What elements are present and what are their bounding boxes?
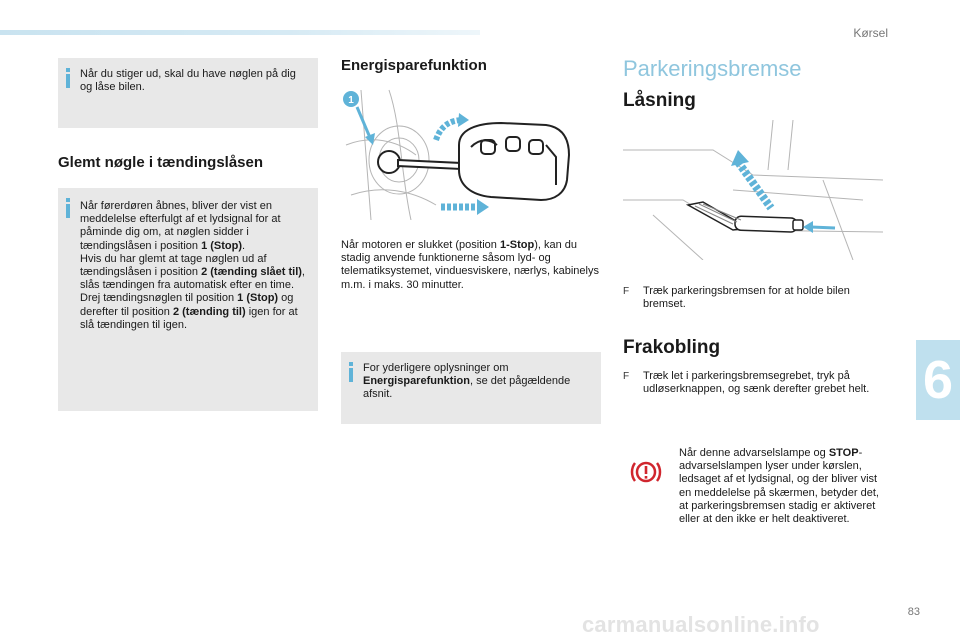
info-note-forgotten-key-text: Når førerdøren åbnes, bliver der vist en… bbox=[80, 200, 305, 331]
info-note-forgotten-key: Når førerdøren åbnes, bliver der vist en… bbox=[58, 188, 318, 411]
bullet-marker: F bbox=[623, 371, 630, 382]
heading-forgotten-key: Glemt nøgle i tændingslåsen bbox=[58, 154, 264, 171]
page-number: 83 bbox=[907, 606, 920, 618]
section-label: Kørsel bbox=[853, 26, 888, 40]
info-note-exit: Når du stiger ud, skal du have nøglen på… bbox=[58, 58, 318, 128]
info-icon bbox=[66, 68, 70, 88]
header-accent-bar bbox=[0, 30, 480, 35]
info-icon bbox=[66, 198, 70, 218]
bullet-release: F Træk let i parkeringsbremsegrebet, try… bbox=[623, 370, 870, 396]
brake-warning-icon bbox=[630, 461, 662, 483]
energy-saving-paragraph: Når motoren er slukket (position 1-Stop)… bbox=[341, 239, 599, 291]
heading-locking: Låsning bbox=[623, 90, 696, 111]
chapter-number: 6 bbox=[922, 350, 954, 410]
heading-parking-brake: Parkeringsbremse bbox=[623, 56, 802, 81]
figure-label: 1 bbox=[348, 95, 354, 106]
info-note-energy-saving-text: For yderligere oplysninger om Energispar… bbox=[363, 362, 571, 401]
bullet-locking: F Træk parkeringsbremsen for at holde bi… bbox=[623, 285, 850, 311]
key-ignition-illustration: 1 bbox=[341, 85, 596, 220]
heading-release: Frakobling bbox=[623, 337, 721, 358]
chapter-tab: 6 bbox=[916, 340, 960, 420]
info-icon bbox=[349, 362, 353, 382]
watermark: carmanualsonline.info bbox=[582, 612, 820, 637]
bullet-marker: F bbox=[623, 286, 630, 297]
parking-brake-illustration bbox=[623, 120, 883, 260]
warning-paragraph: Når denne advarselslampe og STOP-advarse… bbox=[679, 447, 879, 526]
heading-energy-saving: Energisparefunktion bbox=[341, 57, 487, 74]
info-note-exit-text: Når du stiger ud, skal du have nøglen på… bbox=[80, 68, 296, 94]
info-note-energy-saving: For yderligere oplysninger om Energispar… bbox=[341, 352, 601, 424]
